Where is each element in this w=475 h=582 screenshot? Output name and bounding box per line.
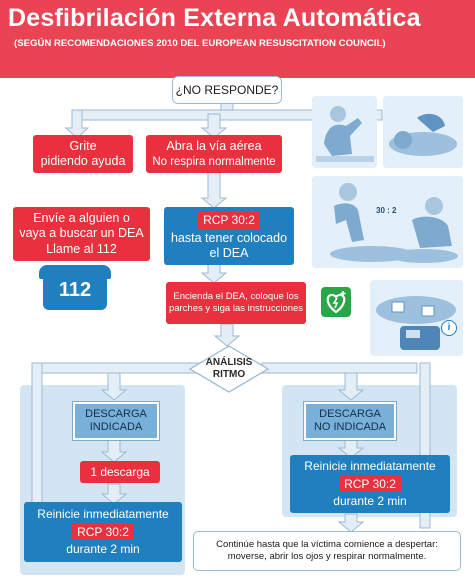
una-descarga-label: 1 descarga xyxy=(90,464,150,479)
grite-line2: pidiendo ayuda xyxy=(40,154,126,168)
illustration-aed-pads: i xyxy=(370,280,463,356)
step-no-responde: ¿NO RESPONDE? xyxy=(172,76,282,104)
phone-number: 112 xyxy=(58,278,92,301)
rcp-dea-line2: hasta tener colocado xyxy=(170,231,288,246)
page-title: Desfibrilación Externa Automática xyxy=(8,4,421,32)
rcp-dea-badge: RCP 30:2 xyxy=(198,212,260,230)
analisis-line2: RITMO xyxy=(212,369,246,380)
desc-ind-line1: DESCARGA xyxy=(85,407,147,420)
grite-line1: Grite xyxy=(69,138,97,153)
aed-heart-icon xyxy=(321,287,351,317)
illustration-call-help xyxy=(312,96,377,168)
envie-line2: vaya a buscar un DEA xyxy=(19,226,144,241)
analisis-diamond xyxy=(188,345,270,393)
phone-icon: 112 xyxy=(39,265,111,310)
envie-line1: Envíe a alguien o xyxy=(33,211,130,226)
illustration-airway xyxy=(383,96,463,168)
envie-line3: Llame al 112 xyxy=(46,241,117,256)
encienda-line1: Encienda el DEA, coloque los xyxy=(173,291,299,303)
analisis-line1: ANÁLISIS xyxy=(205,356,253,368)
continue-line1: Continúe hasta que la víctima comience a… xyxy=(216,539,438,551)
rcp-dea-line3: el DEA xyxy=(209,246,249,261)
encienda-line2: parches y siga las instrucciones xyxy=(168,303,304,314)
durante-left: durante 2 min xyxy=(66,542,140,557)
desc-ind-line2: INDICADA xyxy=(89,421,143,433)
rcp-left-badge: RCP 30:2 xyxy=(72,523,134,541)
step-descarga-no-indicada: DESCARGA NO INDICADA xyxy=(304,402,396,440)
abra-line1: Abra la vía aérea xyxy=(166,139,262,154)
rcp-right-badge: RCP 30:2 xyxy=(339,475,401,493)
step-reinicie-right: Reinicie inmediatamente RCP 30:2 durante… xyxy=(290,455,450,513)
step-continue: Continúe hasta que la víctima comience a… xyxy=(193,531,461,571)
step-descarga-indicada: DESCARGA INDICADA xyxy=(73,402,159,440)
reinicie-right-line1: Reinicie inmediatamente xyxy=(304,459,436,474)
step-envie: Envíe a alguien o vaya a buscar un DEA L… xyxy=(13,207,150,261)
analisis-label: ANÁLISIS RITMO xyxy=(200,354,258,384)
no-responde-label: ¿NO RESPONDE? xyxy=(175,82,279,97)
durante-right: durante 2 min xyxy=(333,494,407,509)
abra-line2: No respira normalmente xyxy=(152,155,276,168)
photo-ratio-label: 30 : 2 xyxy=(376,206,397,215)
step-una-descarga: 1 descarga xyxy=(80,461,160,483)
page-subtitle: (SEGÚN RECOMENDACIONES 2010 DEL EUROPEAN… xyxy=(14,38,386,49)
desc-no-line2: NO INDICADA xyxy=(313,421,387,433)
illustration-cpr: 30 : 2 xyxy=(312,176,463,268)
desc-no-line1: DESCARGA xyxy=(319,407,381,420)
info-icon: i xyxy=(441,320,457,336)
step-encienda-dea: Encienda el DEA, coloque los parches y s… xyxy=(166,282,306,324)
step-reinicie-left: Reinicie inmediatamente RCP 30:2 durante… xyxy=(24,502,182,562)
step-abra-via: Abra la vía aérea No respira normalmente xyxy=(146,135,282,173)
step-rcp-dea: RCP 30:2 hasta tener colocado el DEA xyxy=(164,207,294,265)
reinicie-left-line1: Reinicie inmediatamente xyxy=(37,507,169,522)
continue-line2: moverse, abrir los ojos y respirar norma… xyxy=(227,551,427,562)
step-grite: Grite pidiendo ayuda xyxy=(33,135,133,173)
header-banner xyxy=(0,0,475,78)
